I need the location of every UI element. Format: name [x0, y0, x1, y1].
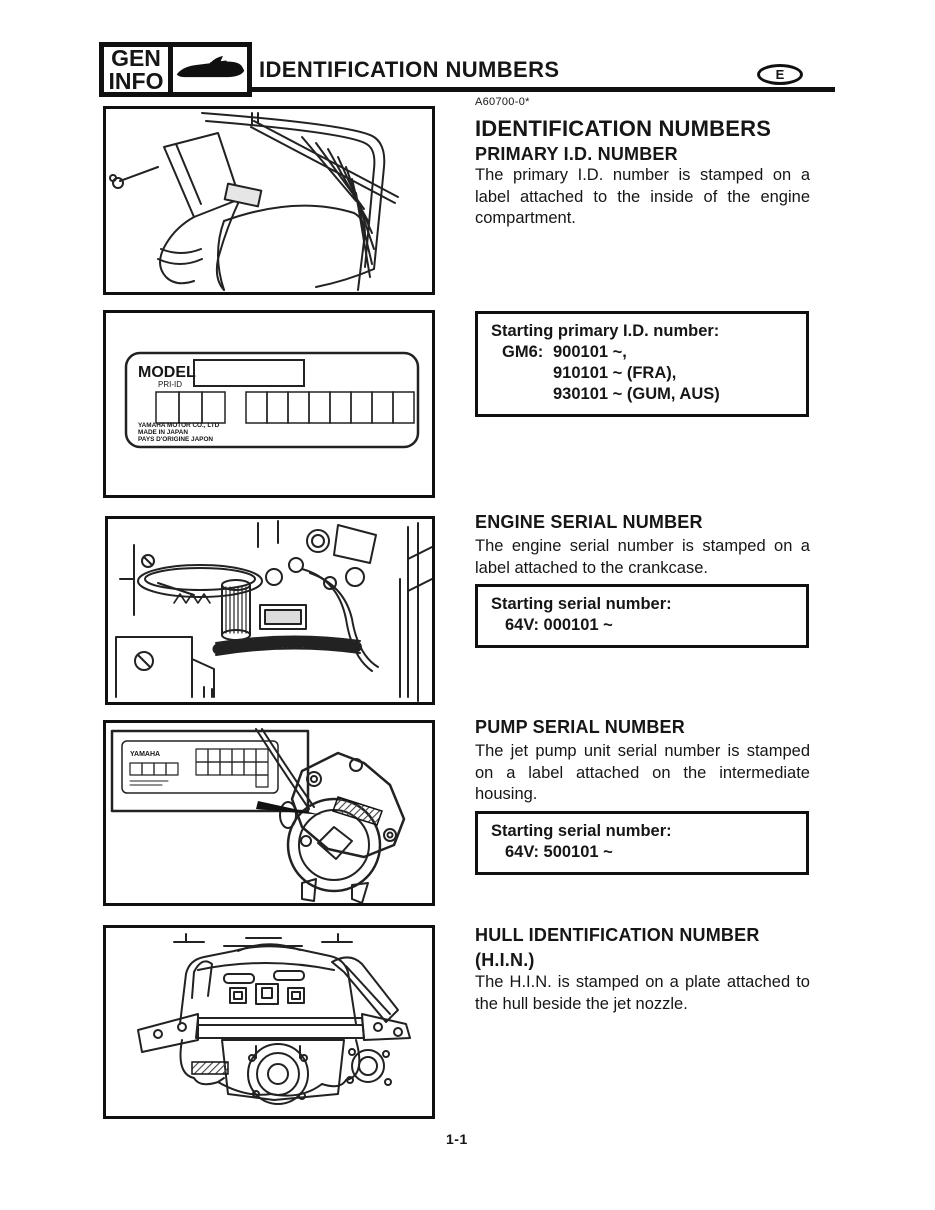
engine-serial-body: The engine serial number is stamped on a… — [475, 537, 810, 577]
label-footer-line2: MADE IN JAPAN — [138, 429, 188, 436]
pump-label-brand-text: YAMAHA — [130, 751, 160, 758]
engine-serial-drawing — [115, 520, 432, 702]
pump-serial-label-plate — [332, 796, 383, 826]
header-rule — [252, 87, 835, 92]
main-heading: IDENTIFICATION NUMBERS — [475, 116, 772, 141]
language-badge: E — [757, 64, 803, 85]
primary-box-title: Starting primary I.D. number: — [491, 322, 720, 340]
hull-id-heading-2: (H.I.N.) — [475, 950, 535, 970]
chapter-tab-line1: GEN — [111, 44, 161, 71]
primary-box-line-0: 900101 ~, — [553, 343, 627, 361]
pump-serial-body: The jet pump unit serial number is stamp… — [475, 742, 810, 803]
label-footer-line1: YAMAHA MOTOR CO., LTD — [138, 422, 220, 429]
section-code: A60700-0* — [475, 96, 530, 108]
callout-pointer — [256, 801, 322, 815]
hull-id-heading: HULL IDENTIFICATION NUMBER — [475, 925, 760, 945]
chapter-tab-icon-cell — [173, 47, 247, 92]
engine-serial-heading: ENGINE SERIAL NUMBER — [475, 512, 703, 532]
primary-id-label-drawing: MODEL PRI-ID YAMAHA MOTOR CO., LTD MADE … — [124, 351, 420, 449]
hull-hin-drawing — [137, 933, 411, 1105]
figure-engine-compartment — [103, 106, 435, 295]
engine-compartment-drawing — [109, 112, 399, 291]
primary-box-line-2: 930101 ~ (GUM, AUS) — [553, 385, 720, 403]
pump-serial-drawing: YAMAHA — [110, 728, 406, 903]
chapter-tab-line2: INFO — [108, 67, 164, 94]
primary-box-line-1: 910101 ~ (FRA), — [553, 364, 677, 382]
figure-primary-id-label: MODEL PRI-ID YAMAHA MOTOR CO., LTD MADE … — [103, 310, 435, 498]
primary-id-spec-box: Starting primary I.D. number: GM6: 90010… — [475, 311, 809, 417]
engine-serial-spec-box: Starting serial number: 64V: 000101 ~ — [475, 584, 809, 648]
label-pri-id-text: PRI-ID — [158, 380, 182, 389]
jetski-icon — [173, 48, 247, 91]
primary-id-heading: PRIMARY I.D. NUMBER — [475, 144, 678, 164]
pump-box-title: Starting serial number: — [491, 822, 672, 840]
primary-box-prefix: GM6: — [502, 343, 544, 361]
chapter-tab-label: GEN INFO — [104, 44, 173, 94]
pump-box-value: 64V: 500101 ~ — [505, 843, 613, 861]
chapter-tab: GEN INFO — [99, 42, 252, 97]
engine-box-title: Starting serial number: — [491, 595, 672, 613]
hin-plate — [191, 1061, 229, 1075]
label-model-text: MODEL — [138, 364, 196, 381]
figure-hull-hin — [103, 925, 435, 1119]
label-footer-line3: PAYS D'ORIGINE JAPON — [138, 436, 213, 443]
figure-pump-serial: YAMAHA — [103, 720, 435, 906]
page-title: IDENTIFICATION NUMBERS — [259, 57, 560, 82]
engine-box-value: 64V: 000101 ~ — [505, 616, 613, 634]
page-number: 1-1 — [446, 1131, 468, 1147]
primary-id-body: The primary I.D. number is stamped on a … — [475, 166, 810, 227]
pump-serial-heading: PUMP SERIAL NUMBER — [475, 717, 685, 737]
figure-engine-serial — [105, 516, 435, 705]
hull-id-body: The H.I.N. is stamped on a plate attache… — [475, 973, 810, 1013]
pump-serial-spec-box: Starting serial number: 64V: 500101 ~ — [475, 811, 809, 875]
